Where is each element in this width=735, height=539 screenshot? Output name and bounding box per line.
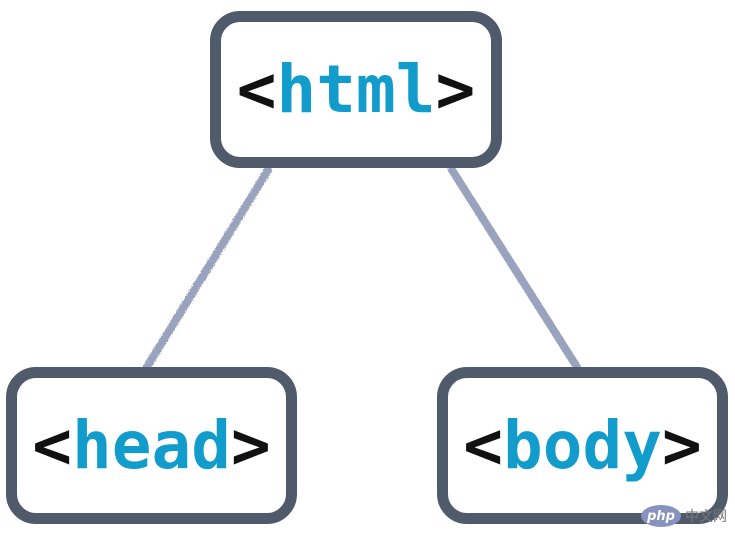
tag-name-head: head — [72, 407, 231, 484]
open-bracket: < — [32, 407, 73, 484]
tag-name-body: body — [503, 407, 662, 484]
close-bracket: > — [661, 407, 702, 484]
open-bracket: < — [236, 51, 277, 128]
watermark: php 中文网 — [641, 505, 727, 527]
tag-name-html: html — [276, 51, 436, 128]
watermark-text: 中文网 — [685, 509, 727, 525]
close-bracket: > — [435, 51, 476, 128]
close-bracket: > — [230, 407, 271, 484]
php-logo-icon: php — [641, 505, 681, 527]
node-head: <head> — [6, 367, 297, 524]
connector-html-head — [143, 166, 272, 371]
node-html: <html> — [210, 11, 502, 168]
open-bracket: < — [463, 407, 504, 484]
node-body: <body> — [437, 367, 728, 524]
connector-html-body — [448, 166, 581, 371]
